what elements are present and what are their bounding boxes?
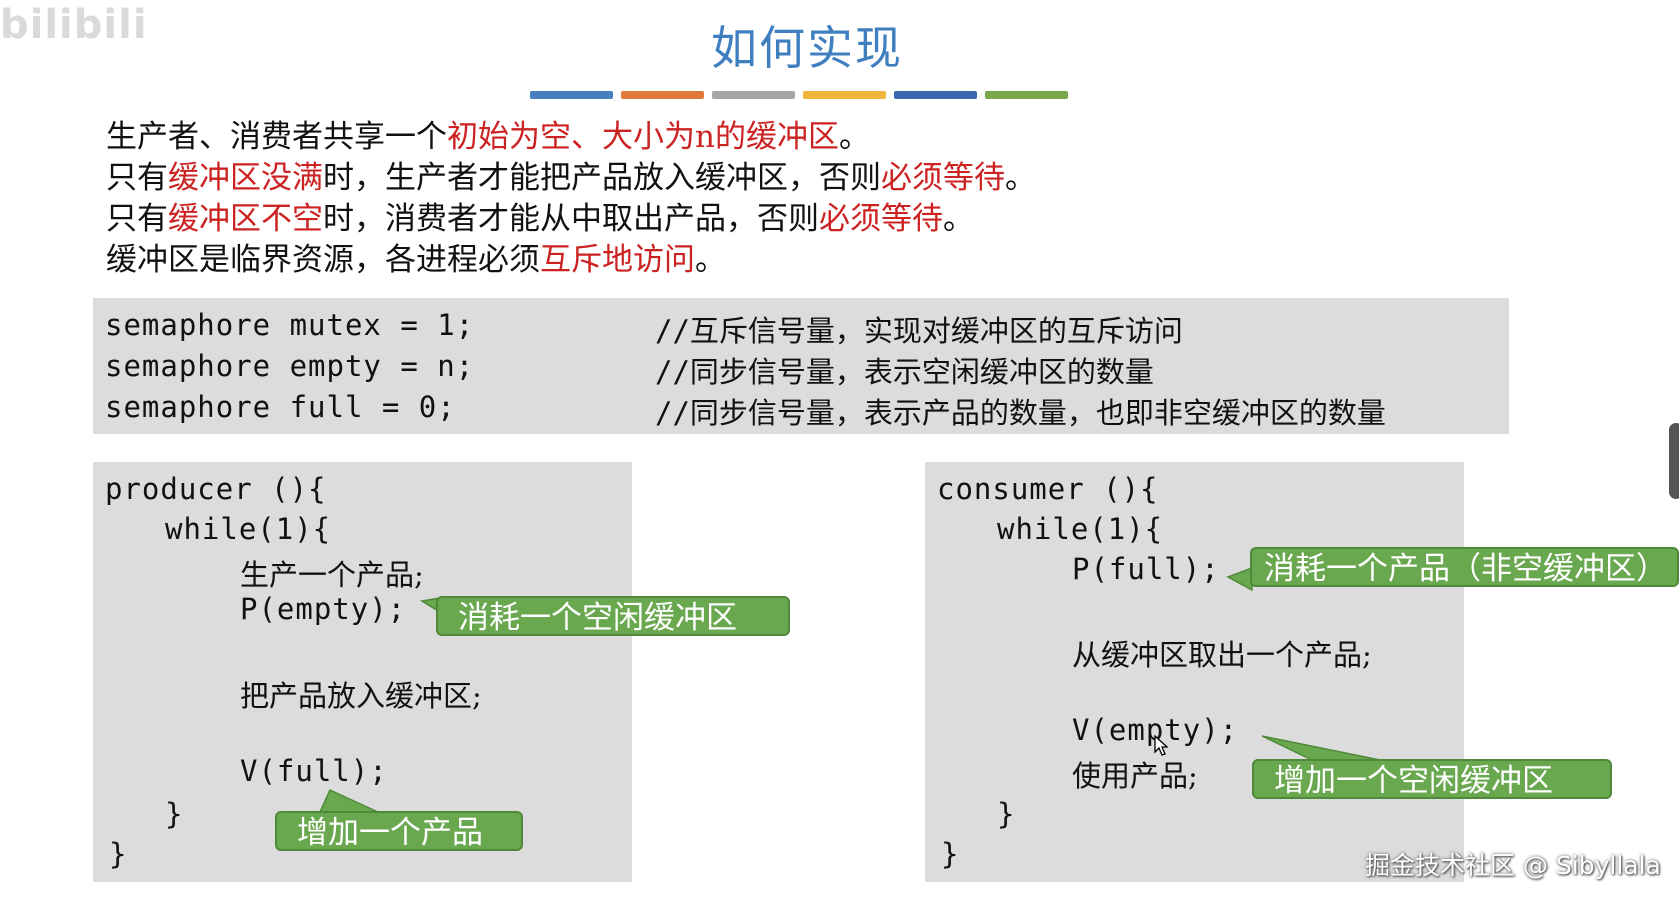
intro-emphasis: 缓冲区没满 [168,160,323,196]
callout-add-empty-buffer: 增加一个空闲缓冲区 [1252,759,1612,799]
watermark: 掘金技术社区 @ Sibyllala [1365,851,1661,880]
consumer-header: consumer (){ [937,472,1159,506]
comment-text: 同步信号量，表示空闲缓冲区的数量 [689,355,1154,389]
color-bar [712,91,795,99]
semaphore-declarations: semaphore mutex = 1; //互斥信号量，实现对缓冲区的互斥访问… [93,298,1509,434]
producer-code-box: producer (){ while(1){ 生产一个产品; P(empty);… [93,462,632,882]
intro-line: 只有缓冲区没满时，生产者才能把产品放入缓冲区，否则必须等待。 [106,158,1036,199]
color-bar [621,91,704,99]
color-bar [985,91,1068,99]
intro-text-segment: 。 [838,119,870,155]
intro-line: 生产者、消费者共享一个初始为空、大小为n的缓冲区。 [106,117,1036,158]
color-bar [894,91,977,99]
semaphore-comment: //同步信号量，表示产品的数量，也即非空缓冲区的数量 [655,390,1386,432]
color-bar [530,91,613,99]
consumer-take-line: 从缓冲区取出一个产品; [1072,638,1372,672]
producer-loop-close: } [165,797,184,831]
semaphore-code: semaphore full = 0; [105,390,456,424]
intro-text-segment: 。 [943,201,974,237]
intro-emphasis: 缓冲区不空 [168,201,323,237]
intro-emphasis: 初始为空、大小为n的缓冲区 [447,119,839,155]
comment-text: 互斥信号量，实现对缓冲区的互斥访问 [689,314,1183,348]
semaphore-row-empty: semaphore empty = n; //同步信号量，表示空闲缓冲区的数量 [105,349,1154,389]
producer-produce-line: 生产一个产品; [240,558,424,592]
side-scroll-handle[interactable] [1669,423,1679,499]
intro-line: 缓冲区是临界资源，各进程必须互斥地访问。 [106,240,1036,281]
consumer-code-box: consumer (){ while(1){ P(full); 从缓冲区取出一个… [925,462,1464,882]
comment-slashes: // [655,314,690,348]
consumer-close: } [941,837,960,871]
producer-loop: while(1){ [165,512,332,546]
comment-slashes: // [655,396,690,430]
intro-text-segment: 时，消费者才能从中取出产品，否则 [323,201,819,237]
semaphore-row-mutex: semaphore mutex = 1; //互斥信号量，实现对缓冲区的互斥访问 [105,308,1183,348]
intro-text-segment: 缓冲区是临界资源，各进程必须 [106,242,540,278]
producer-v-full: V(full); [240,754,388,788]
consumer-loop: while(1){ [997,512,1164,546]
consumer-p-full: P(full); [1072,552,1220,586]
callout-consume-empty-buffer: 消耗一个空闲缓冲区 [436,596,790,636]
intro-text-segment: 只有 [106,160,168,196]
semaphore-code: semaphore mutex = 1; [105,308,475,342]
semaphore-row-full: semaphore full = 0; //同步信号量，表示产品的数量，也即非空… [105,390,1386,430]
bilibili-logo: bilibili [0,2,148,46]
semaphore-code: semaphore empty = n; [105,349,475,383]
consumer-loop-close: } [997,797,1016,831]
semaphore-comment: //同步信号量，表示空闲缓冲区的数量 [655,349,1154,391]
slide-title: 如何实现 [711,21,903,75]
intro-emphasis: 互斥地访问 [540,242,695,278]
callout-pointer [1226,566,1253,592]
intro-text-segment: 时，生产者才能把产品放入缓冲区，否则 [323,160,881,196]
intro-text-segment: 。 [695,242,726,278]
intro-text-segment: 只有 [106,201,168,237]
mouse-cursor-icon [1154,735,1168,756]
comment-text: 同步信号量，表示产品的数量，也即非空缓冲区的数量 [689,396,1386,430]
intro-emphasis: 必须等待 [819,201,943,237]
intro-text-segment: 。 [1005,160,1036,196]
producer-close: } [109,837,128,871]
callout-consume-product: 消耗一个产品（非空缓冲区） [1250,547,1679,587]
callout-pointer [318,789,379,813]
intro-text-segment: 生产者、消费者共享一个 [106,119,447,155]
producer-put-line: 把产品放入缓冲区; [240,679,482,713]
intro-emphasis: 必须等待 [881,160,1005,196]
producer-p-empty: P(empty); [240,592,407,626]
comment-slashes: // [655,355,690,389]
title-color-bars [530,91,1068,99]
intro-line: 只有缓冲区不空时，消费者才能从中取出产品，否则必须等待。 [106,199,1036,240]
callout-pointer [1261,735,1381,761]
intro-text: 生产者、消费者共享一个初始为空、大小为n的缓冲区。 只有缓冲区没满时，生产者才能… [106,117,1036,281]
producer-header: producer (){ [105,472,327,506]
callout-add-product: 增加一个产品 [275,811,523,851]
color-bar [803,91,886,99]
semaphore-comment: //互斥信号量，实现对缓冲区的互斥访问 [655,308,1183,350]
consumer-use-line: 使用产品; [1072,759,1198,793]
